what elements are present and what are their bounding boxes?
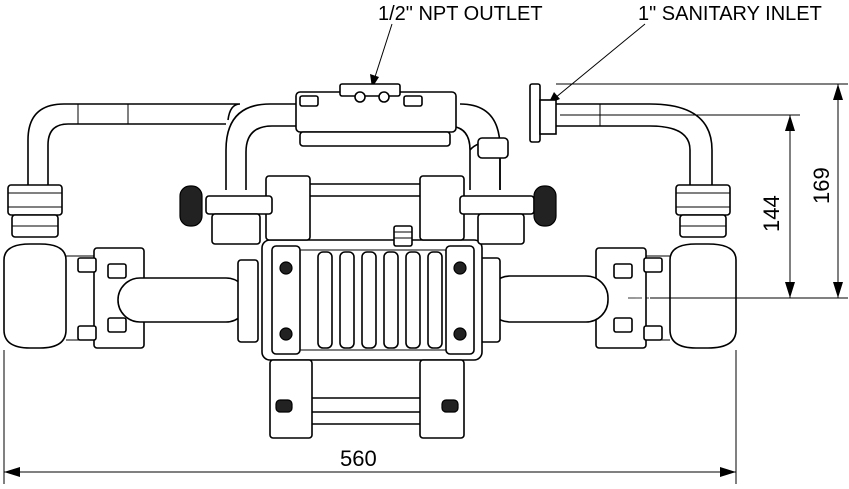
overall-width-dimension (3, 350, 737, 484)
inlet-callout-label: 1" SANITARY INLET (638, 3, 822, 25)
height-144-value: 144 (759, 195, 784, 232)
outlet-leader (370, 23, 393, 88)
right-tube-fitting (675, 184, 731, 238)
top-valve-stem (393, 225, 413, 247)
left-knob (179, 185, 203, 227)
outlet-manifold-block (295, 83, 457, 147)
right-knob (533, 185, 557, 227)
overall-width-value: 560 (340, 446, 377, 471)
central-pump-body (261, 239, 483, 361)
height-169-dimension (556, 83, 848, 299)
lower-tie-frame (269, 359, 465, 439)
height-169-value: 169 (809, 167, 834, 204)
left-cylinder-body (3, 243, 259, 349)
upper-tie-frame (205, 175, 535, 245)
inlet-leader (548, 23, 646, 104)
sanitary-inlet-flange (469, 83, 557, 190)
right-cylinder-body (479, 243, 737, 349)
outlet-callout-label: 1/2" NPT OUTLET (378, 3, 543, 25)
left-tube-fitting (7, 184, 63, 238)
